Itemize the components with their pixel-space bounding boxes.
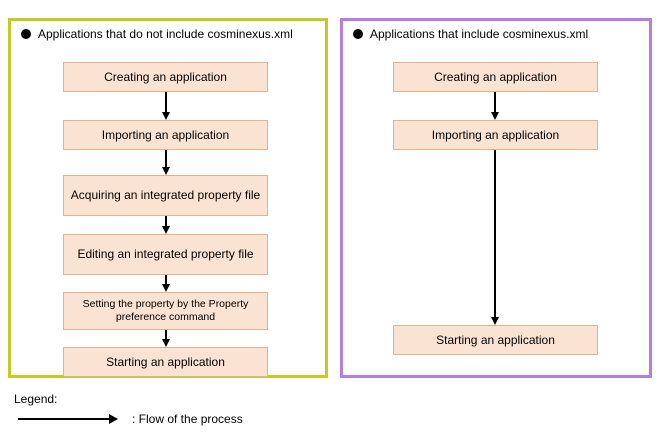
flow-box-left-4: Editing an integrated property file xyxy=(63,234,268,275)
legend-entry-flow: : Flow of the process xyxy=(18,412,243,426)
flow-arrow-left-3 xyxy=(158,216,174,234)
panel-title-left: Applications that do not include cosmine… xyxy=(38,27,293,41)
flow-box-right-3: Starting an application xyxy=(393,325,598,355)
panel-header-left: Applications that do not include cosmine… xyxy=(21,27,293,41)
arrow-right-icon xyxy=(18,413,118,425)
legend: Legend: : Flow of the process xyxy=(14,392,644,434)
flow-box-left-5: Setting the property by the Property pre… xyxy=(63,292,268,330)
flow-arrow-right-1 xyxy=(487,92,503,120)
flow-box-right-2: Importing an application xyxy=(393,120,598,150)
panel-header-right: Applications that include cosminexus.xml xyxy=(353,27,588,41)
flow-arrow-left-2 xyxy=(158,150,174,175)
panel-applications-without-cosminexus-xml: Applications that do not include cosmine… xyxy=(8,18,328,378)
flow-arrow-left-5 xyxy=(158,330,174,347)
legend-title: Legend: xyxy=(14,392,58,406)
flow-arrow-right-2 xyxy=(487,150,503,325)
flow-arrow-left-4 xyxy=(158,275,174,292)
flow-arrow-left-1 xyxy=(158,92,174,120)
panel-title-right: Applications that include cosminexus.xml xyxy=(370,27,589,41)
bullet-icon xyxy=(21,29,31,39)
flow-box-left-3: Acquiring an integrated property file xyxy=(63,175,268,216)
bullet-icon xyxy=(353,29,363,39)
panel-applications-with-cosminexus-xml: Applications that include cosminexus.xml… xyxy=(340,18,652,378)
legend-entry-label: : Flow of the process xyxy=(132,412,243,426)
flow-box-left-1: Creating an application xyxy=(63,62,268,92)
flow-box-right-1: Creating an application xyxy=(393,62,598,92)
flow-box-left-6: Starting an application xyxy=(63,347,268,377)
flow-box-left-2: Importing an application xyxy=(63,120,268,150)
